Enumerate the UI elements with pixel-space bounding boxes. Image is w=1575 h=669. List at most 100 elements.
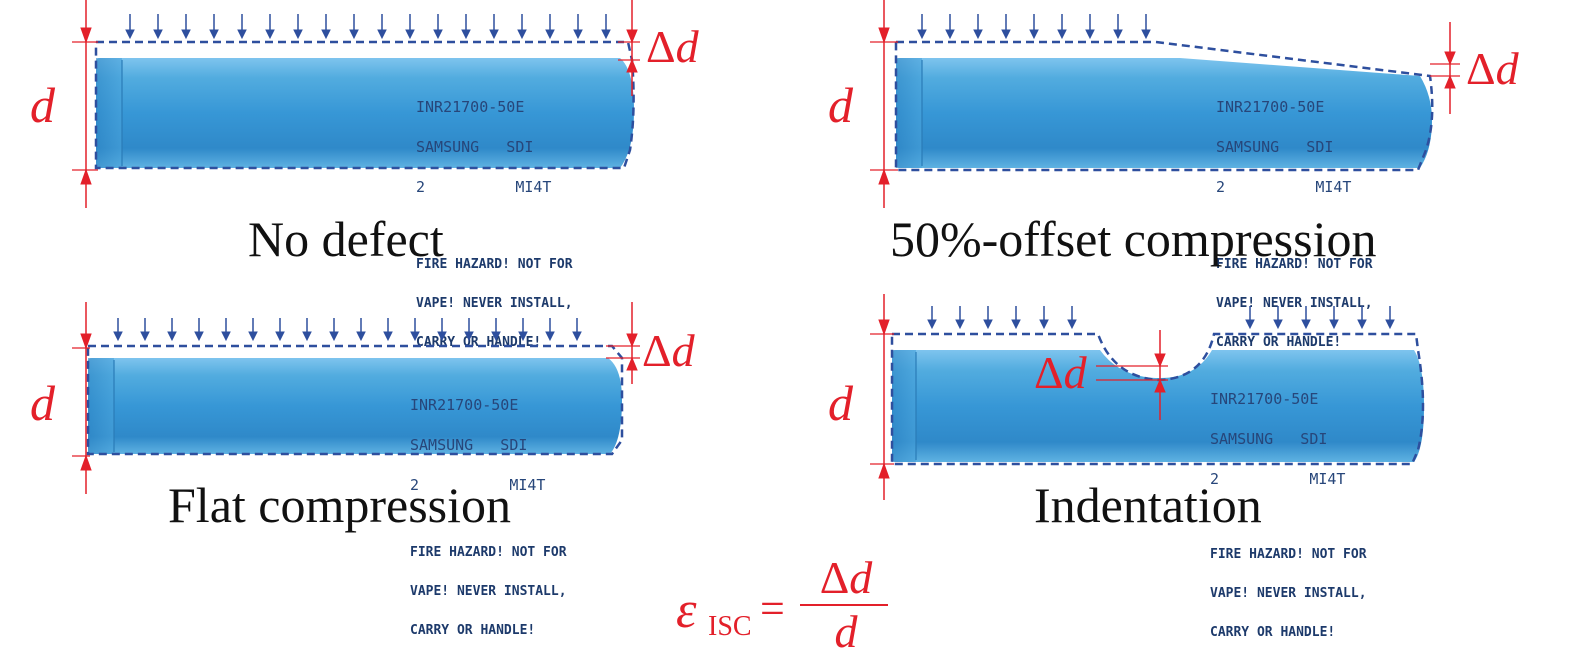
- force-arrow: [237, 14, 247, 40]
- force-arrow: [917, 14, 927, 40]
- force-arrow: [153, 14, 163, 40]
- delta-d-dimension: [1096, 330, 1168, 420]
- battery-label-text: INR21700-50E SAMSUNG SDI 2 MI4T FIRE HAZ…: [1216, 74, 1373, 375]
- force-arrow: [248, 318, 258, 342]
- battery-body: [892, 350, 1424, 462]
- battery-warning-line: VAPE! NEVER INSTALL,: [410, 584, 567, 599]
- battery-warning-line: FIRE HAZARD! NOT FOR: [416, 257, 573, 272]
- force-arrow: [181, 14, 191, 40]
- force-arrow: [489, 14, 499, 40]
- caption-no-defect: No defect: [248, 211, 444, 267]
- battery-body: [88, 358, 622, 454]
- force-arrows: [125, 14, 611, 40]
- delta-d-label: Δd: [1034, 350, 1087, 396]
- delta-d-dimension: [1430, 22, 1460, 114]
- battery-warning-line: FIRE HAZARD! NOT FOR: [1210, 547, 1367, 562]
- force-arrow: [1357, 306, 1367, 330]
- force-arrow: [194, 318, 204, 342]
- force-arrow: [518, 318, 528, 342]
- delta-variable: d: [671, 325, 695, 376]
- force-arrow: [437, 318, 447, 342]
- delta-d-dimension: [606, 302, 640, 384]
- force-arrow: [572, 318, 582, 342]
- battery-code-text: 2 MI4T: [416, 178, 552, 196]
- d-label: d: [828, 375, 853, 431]
- battery-warning-line: VAPE! NEVER INSTALL,: [416, 296, 573, 311]
- fraction-bar: [800, 604, 888, 606]
- caption-indentation: Indentation: [1034, 477, 1262, 533]
- force-arrow: [377, 14, 387, 40]
- force-arrow: [410, 318, 420, 342]
- battery-label-text: INR21700-50E SAMSUNG SDI 2 MI4T FIRE HAZ…: [410, 372, 567, 663]
- battery-body: [96, 58, 634, 168]
- battery-warning-line: VAPE! NEVER INSTALL,: [1216, 296, 1373, 311]
- force-arrow: [1011, 306, 1021, 330]
- battery-model-text: INR21700-50E: [1210, 390, 1319, 408]
- delta-symbol: Δ: [642, 325, 672, 376]
- force-arrow: [293, 14, 303, 40]
- delta-d-label: Δd: [646, 24, 699, 70]
- d-dimension: [870, 294, 894, 500]
- force-arrow: [1067, 306, 1077, 330]
- force-arrow: [545, 318, 555, 342]
- force-arrow: [601, 14, 611, 40]
- force-arrow: [945, 14, 955, 40]
- force-arrow: [1301, 306, 1311, 330]
- force-arrow: [545, 14, 555, 40]
- battery-brand-text: SAMSUNG SDI: [1216, 138, 1334, 156]
- caption-offset-compression: 50%-offset compression: [890, 211, 1377, 267]
- battery-code-text: 2 MI4T: [410, 476, 546, 494]
- force-arrow: [1039, 306, 1049, 330]
- force-arrow: [275, 318, 285, 342]
- force-arrow: [349, 14, 359, 40]
- battery-label-text: INR21700-50E SAMSUNG SDI 2 MI4T FIRE HAZ…: [1210, 366, 1367, 665]
- force-arrow: [125, 14, 135, 40]
- force-arrows: [113, 318, 582, 342]
- force-arrow: [302, 318, 312, 342]
- battery-warning-line: FIRE HAZARD! NOT FOR: [410, 545, 567, 560]
- force-arrow: [329, 318, 339, 342]
- delta-symbol: Δ: [1034, 347, 1064, 398]
- force-arrow: [983, 306, 993, 330]
- equals-sign: =: [760, 584, 785, 633]
- epsilon-symbol: ε: [676, 582, 697, 639]
- delta-variable: d: [1063, 347, 1087, 398]
- force-arrow: [1001, 14, 1011, 40]
- delta-variable: d: [1495, 43, 1519, 94]
- battery-brand-text: SAMSUNG SDI: [410, 436, 528, 454]
- battery-warning-line: VAPE! NEVER INSTALL,: [1210, 586, 1367, 601]
- d-label: d: [828, 77, 853, 133]
- delta-variable: d: [675, 21, 699, 72]
- deformation-outline: [890, 332, 1425, 466]
- battery-warning-line: CARRY OR HANDLE!: [1216, 335, 1342, 350]
- force-arrow: [491, 318, 501, 342]
- force-arrow: [221, 318, 231, 342]
- force-arrow: [167, 318, 177, 342]
- battery-code-text: 2 MI4T: [1210, 470, 1346, 488]
- battery-brand-text: SAMSUNG SDI: [416, 138, 534, 156]
- force-arrow: [1085, 14, 1095, 40]
- force-arrows: [917, 14, 1151, 40]
- force-arrow: [1329, 306, 1339, 330]
- force-arrow: [1385, 306, 1395, 330]
- force-arrow: [517, 14, 527, 40]
- d-dimension: [72, 0, 98, 208]
- force-arrow: [973, 14, 983, 40]
- battery-body: [896, 58, 1432, 168]
- force-arrow: [433, 14, 443, 40]
- delta-symbol: Δ: [646, 21, 676, 72]
- force-arrow: [405, 14, 415, 40]
- d-label: d: [30, 375, 55, 431]
- force-arrow: [209, 14, 219, 40]
- formula-numerator: Δd: [800, 555, 892, 601]
- numerator-variable: d: [849, 552, 873, 603]
- battery-warning-line: FIRE HAZARD! NOT FOR: [1216, 257, 1373, 272]
